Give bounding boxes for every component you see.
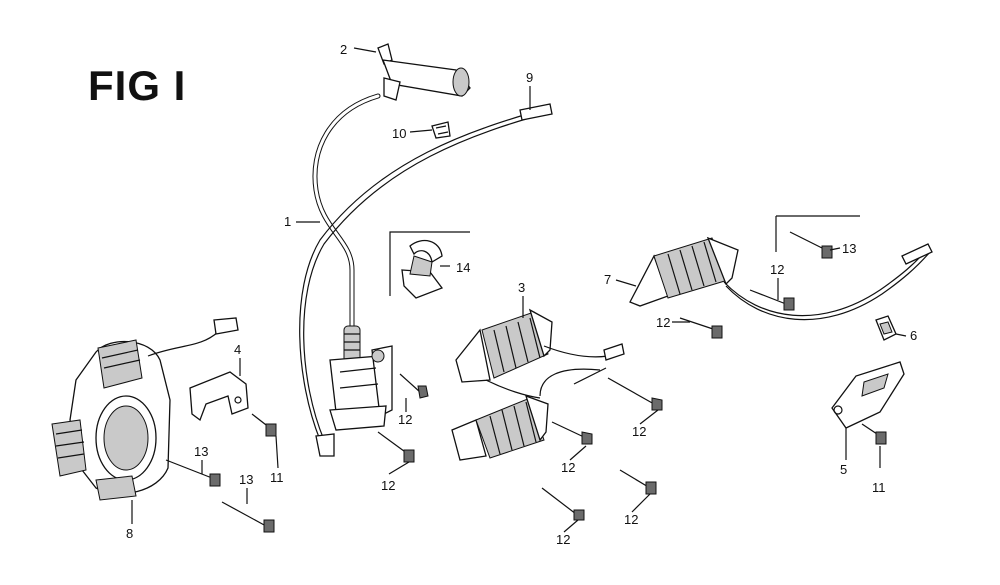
callout-8: 8 xyxy=(126,526,133,541)
grommet xyxy=(875,315,897,341)
callout-6: 6 xyxy=(910,328,917,343)
ignition-cable xyxy=(312,93,381,363)
callout-13-left-bottom: 13 xyxy=(239,472,253,487)
bracket xyxy=(189,371,249,422)
callout-12-exciter-bottom: 12 xyxy=(556,532,570,547)
callout-7: 7 xyxy=(604,272,611,287)
callout-4: 4 xyxy=(234,342,241,357)
bolts xyxy=(165,231,887,533)
stator-assembly xyxy=(51,317,239,501)
callout-12-exciter-mid: 12 xyxy=(561,460,575,475)
callout-10: 10 xyxy=(392,126,406,141)
callout-12-exciter-low-right: 12 xyxy=(624,512,638,527)
charge-coil xyxy=(629,236,933,321)
mounting-plate xyxy=(831,361,905,429)
leader-lines xyxy=(131,47,907,533)
callout-11-left: 11 xyxy=(270,470,284,485)
callout-13-upper-right: 13 xyxy=(842,241,856,256)
ground-wire xyxy=(299,103,553,457)
callout-12-charge-coil-top: 12 xyxy=(770,262,784,277)
clamp-assembly xyxy=(389,231,470,299)
ignition-coil xyxy=(329,345,393,431)
callout-12-coil-bottom: 12 xyxy=(381,478,395,493)
callout-5: 5 xyxy=(840,462,847,477)
callout-3: 3 xyxy=(518,280,525,295)
callout-1: 1 xyxy=(284,214,291,229)
callout-9: 9 xyxy=(526,70,533,85)
exciter-coil-lower xyxy=(451,394,549,461)
callout-11-right: 11 xyxy=(872,480,886,495)
exciter-coil-upper xyxy=(455,308,553,383)
callout-13-left-top: 13 xyxy=(194,444,208,459)
callout-2: 2 xyxy=(340,42,347,57)
spark-plug-cap xyxy=(377,43,471,101)
callout-14: 14 xyxy=(456,260,470,275)
coil-leads xyxy=(485,343,625,399)
figure-title: FIG I xyxy=(88,62,187,109)
callout-12-exciter-right: 12 xyxy=(632,424,646,439)
wire-clip xyxy=(431,121,451,139)
bolt-group-box xyxy=(775,215,860,252)
callout-12-coil-top: 12 xyxy=(398,412,412,427)
callout-12-charge-coil-bottom: 12 xyxy=(656,315,670,330)
callout-labels: 2 9 10 1 14 3 7 13 12 12 6 5 11 4 13 13 … xyxy=(126,42,917,547)
